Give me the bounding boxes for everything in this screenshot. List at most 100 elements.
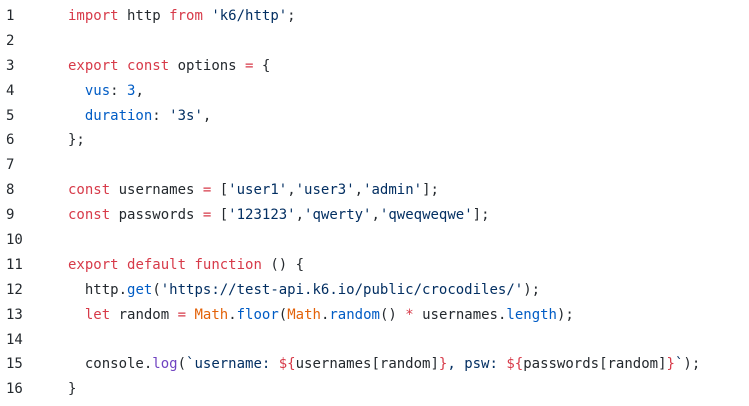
code-token: =	[177, 306, 187, 323]
code-line: 5 duration: '3s',	[0, 104, 749, 129]
code-token: 'k6/http'	[211, 8, 288, 24]
line-code: console.log(`username: ${usernames[rando…	[68, 352, 749, 377]
line-number: 12	[6, 281, 23, 298]
code-token: 'qwerty'	[304, 207, 372, 224]
code-token: usernames[random]	[295, 356, 439, 373]
code-token: }	[68, 381, 77, 398]
code-token: '123123'	[228, 207, 296, 224]
code-token: usernames	[110, 182, 203, 199]
line-number: 15	[6, 356, 23, 373]
line-code: http.get('https://test-api.k6.io/public/…	[68, 278, 749, 303]
line-number: 7	[6, 157, 15, 174]
code-line: 16}	[0, 377, 749, 402]
line-code: export default function () {	[68, 253, 749, 278]
code-line: 12 http.get('https://test-api.k6.io/publ…	[0, 278, 749, 303]
code-token: export	[68, 57, 119, 74]
code-token: '3s'	[169, 107, 203, 124]
code-line: 13 let random = Math.floor(Math.random()…	[0, 303, 749, 328]
code-token: );	[556, 306, 574, 323]
code-token: :	[152, 107, 170, 124]
code-token: ${	[506, 356, 524, 373]
line-number: 6	[6, 132, 15, 149]
code-token: =	[202, 182, 212, 199]
code-token: floor	[236, 306, 279, 323]
code-token: =	[245, 57, 254, 74]
code-token: 'qweqweqwe'	[379, 207, 473, 224]
code-token: let	[84, 306, 111, 323]
line-code: };	[68, 128, 749, 153]
code-token: options	[169, 57, 246, 74]
code-token: export	[68, 256, 119, 273]
code-token: *	[405, 306, 414, 323]
code-token: import	[68, 8, 119, 24]
code-token	[68, 108, 85, 124]
code-token: from	[169, 8, 203, 24]
code-token	[119, 257, 127, 273]
code-token: ${	[278, 356, 296, 373]
code-line: 7	[0, 153, 749, 178]
code-token: const	[68, 182, 111, 199]
code-token: const	[68, 207, 111, 224]
line-number: 14	[6, 331, 23, 348]
code-token: ,	[135, 82, 144, 99]
code-token: ];	[472, 207, 490, 224]
line-number: 1	[6, 8, 15, 24]
code-token: 'admin'	[363, 182, 423, 199]
line-code: duration: '3s',	[68, 104, 749, 129]
code-token: 3	[127, 82, 136, 99]
code-token: duration	[84, 107, 153, 124]
code-token	[119, 58, 127, 74]
code-token: get	[127, 281, 153, 298]
code-token: {	[253, 57, 271, 74]
code-token: [	[211, 207, 229, 224]
code-token: }	[438, 356, 448, 373]
code-token: ,	[371, 207, 380, 224]
code-token: `username:	[186, 356, 279, 373]
line-code: const usernames = ['user1','user3','admi…	[68, 178, 749, 203]
code-token: `	[674, 356, 684, 373]
line-number: 10	[6, 232, 23, 249]
code-token: function	[194, 256, 262, 273]
code-token: }	[666, 356, 675, 373]
code-token: ,	[202, 107, 212, 124]
code-token: .	[320, 306, 330, 323]
code-line: 4 vus: 3,	[0, 79, 749, 104]
code-token: Math	[194, 306, 229, 323]
line-number: 16	[6, 381, 23, 398]
code-token: log	[152, 356, 178, 373]
line-number: 4	[6, 82, 15, 99]
code-line: 15 console.log(`username: ${usernames[ra…	[0, 352, 749, 377]
code-token: =	[202, 207, 212, 224]
code-token: ,	[354, 182, 364, 199]
line-code: }	[68, 377, 749, 402]
code-line: 1 import http from 'k6/http';	[0, 4, 749, 29]
code-token: );	[683, 356, 701, 373]
code-token: random	[110, 306, 178, 323]
code-token: Math	[287, 306, 321, 323]
code-token	[68, 307, 85, 323]
code-token: ,	[287, 182, 296, 199]
code-token: ;	[287, 8, 296, 24]
code-token: );	[523, 281, 541, 298]
code-token: http	[118, 8, 170, 24]
line-number: 2	[6, 32, 15, 49]
line-number: 3	[6, 57, 15, 74]
code-token: .	[228, 306, 237, 323]
code-token: (	[278, 306, 288, 323]
code-line: 14	[0, 328, 749, 353]
code-token: console.	[68, 356, 153, 373]
code-token: usernames.	[413, 306, 507, 323]
code-token: [	[211, 182, 229, 199]
code-token: () {	[261, 256, 305, 273]
line-code: import http from 'k6/http';	[68, 4, 749, 29]
code-token: const	[127, 57, 170, 74]
code-token: 'https://test-api.k6.io/public/crocodile…	[160, 281, 524, 298]
code-token: passwords	[110, 207, 203, 224]
line-code: export const options = {	[68, 54, 749, 79]
code-token: (	[177, 356, 187, 373]
code-token: 'user1'	[228, 182, 288, 199]
